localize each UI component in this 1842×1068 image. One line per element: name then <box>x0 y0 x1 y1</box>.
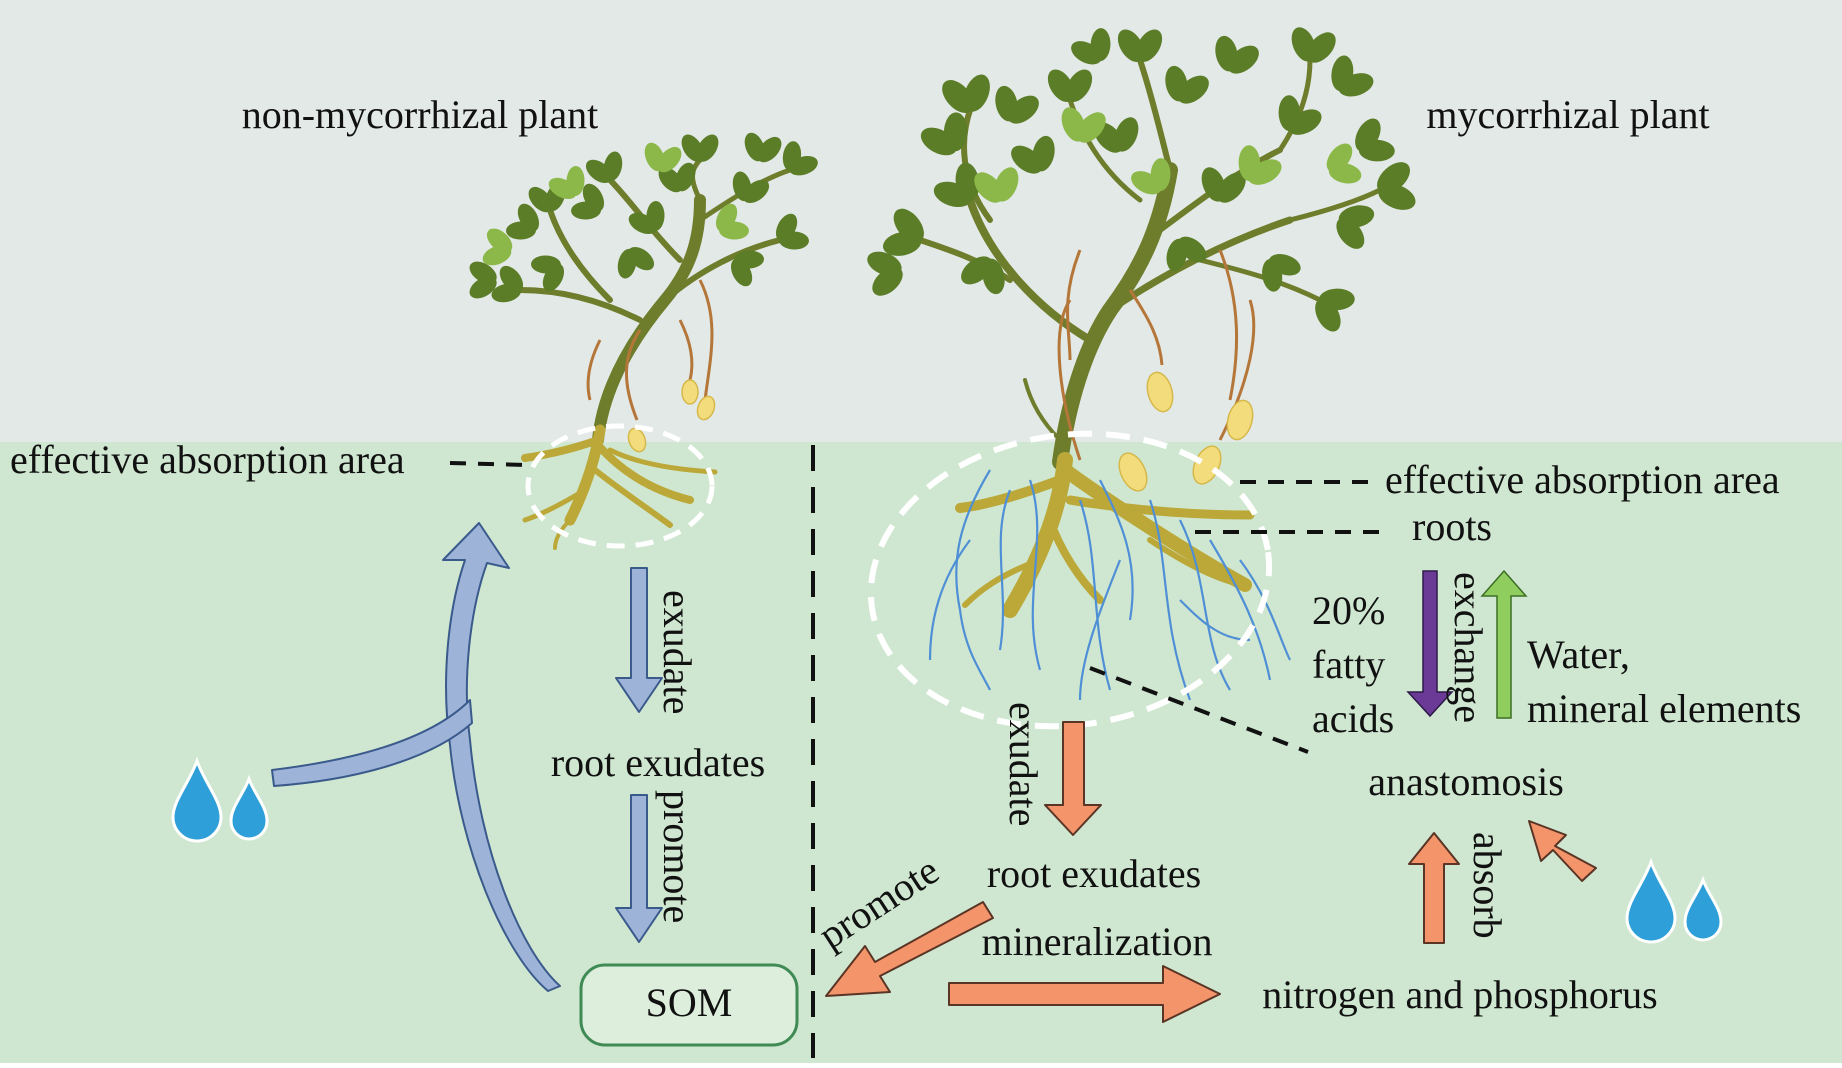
promote-arrow-right <box>825 901 994 997</box>
soil-background <box>0 442 1842 1063</box>
left-title: non-mycorrhizal plant <box>242 92 599 137</box>
right-title: mycorrhizal plant <box>1426 92 1709 137</box>
left-exudate-label: exudate <box>655 590 700 714</box>
absorb-arrow-diagonal <box>1528 820 1597 882</box>
left-promote-label: promote <box>655 790 700 923</box>
nitrogen-phosphorus-label: nitrogen and phosphorus <box>1262 972 1658 1017</box>
right-exudate-label: exudate <box>1001 702 1046 826</box>
mineralization-arrow <box>948 965 1221 1023</box>
leader-lines <box>449 461 1380 754</box>
exudate-arrow-right <box>1044 721 1102 836</box>
left-effective-absorption-label: effective absorption area <box>10 437 405 482</box>
exchange-label: exchange <box>1446 572 1491 723</box>
right-root-exudates-label: root exudates <box>987 851 1201 896</box>
effective-absorption-area-outline <box>867 430 1273 730</box>
promote-arrow <box>615 794 663 943</box>
peanut-icon <box>627 379 716 453</box>
mycorrhizal-plant-icon <box>860 19 1423 730</box>
non-mycorrhizal-plant-icon <box>465 127 827 550</box>
absorb-arrow <box>1408 832 1460 944</box>
mineralization-label: mineralization <box>981 919 1212 964</box>
labels: non-mycorrhizal plant mycorrhizal plant … <box>10 92 1801 1025</box>
left-arrows <box>271 522 663 992</box>
right-effective-absorption-label: effective absorption area <box>1385 457 1780 502</box>
anastomosis-label: anastomosis <box>1368 759 1564 804</box>
absorb-label: absorb <box>1465 832 1510 939</box>
leader-line-left-absorption <box>449 461 529 467</box>
effective-absorption-area-outline <box>525 423 715 549</box>
hyphae-icon <box>928 469 1291 701</box>
exudate-arrow <box>615 567 663 713</box>
fatty-acids-arrow <box>1406 570 1454 718</box>
leader-line-anastomosis <box>1089 666 1309 754</box>
roots-label: roots <box>1412 504 1492 549</box>
fatty-acids-label-1: 20% <box>1312 588 1385 633</box>
peanut-icon <box>1118 371 1254 492</box>
sky-background <box>0 0 1842 442</box>
water-label: Water, <box>1527 632 1630 677</box>
som-label: SOM <box>646 980 733 1025</box>
som-box <box>579 963 799 1047</box>
fatty-acids-label-2: fatty <box>1312 642 1385 687</box>
water-minerals-arrow <box>1480 569 1528 719</box>
left-root-exudates-label: root exudates <box>551 740 765 785</box>
mineral-elements-label: mineral elements <box>1527 686 1801 731</box>
water-path-arrow <box>271 699 473 787</box>
fatty-acids-label-3: acids <box>1312 696 1394 741</box>
water-uptake-arrow <box>442 522 561 992</box>
right-arrows <box>825 569 1597 1023</box>
